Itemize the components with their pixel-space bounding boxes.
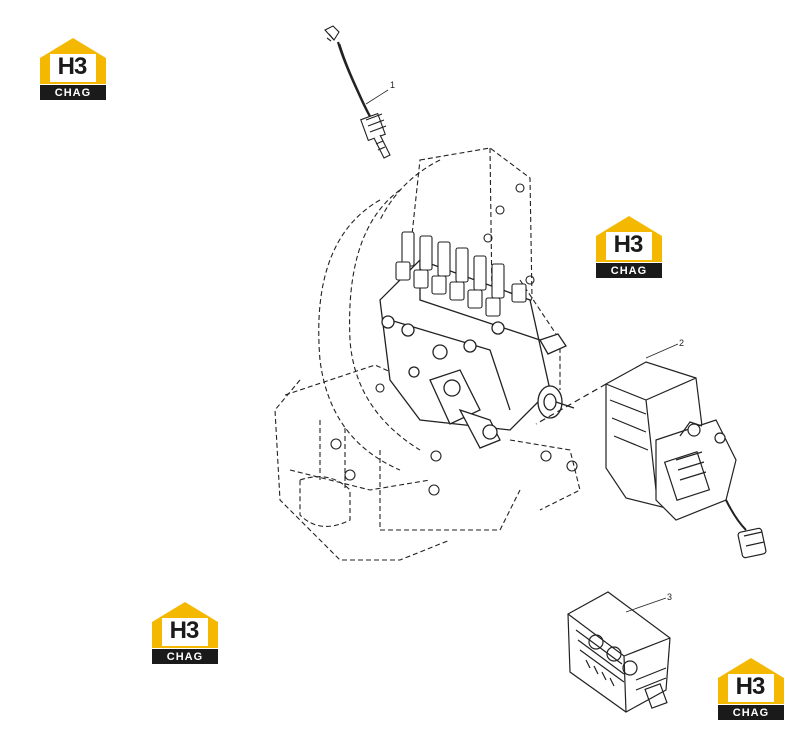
logo-sub-text: CHAG xyxy=(610,265,648,277)
part-1-sensor xyxy=(324,25,391,159)
logo-h3-text: H3 xyxy=(735,673,766,700)
house-logo-icon xyxy=(596,216,662,278)
callout-3: 3 xyxy=(667,592,673,602)
logo-h3-text: H3 xyxy=(57,53,88,80)
logo-sub-text: CHAG xyxy=(732,707,770,719)
part-2-actuator xyxy=(535,361,767,559)
house-logo-icon xyxy=(152,602,218,664)
watermark-logo: H3 CHAG xyxy=(716,656,786,722)
house-logo-icon xyxy=(40,38,106,100)
house-logo-icon xyxy=(718,658,784,720)
watermark-logo: H3 CHAG xyxy=(594,214,664,280)
leader-lines xyxy=(365,89,679,613)
logo-h3-text: H3 xyxy=(169,617,200,644)
watermark-logo: H3 CHAG xyxy=(38,36,108,102)
logo-h3-text: H3 xyxy=(613,231,644,258)
callout-1: 1 xyxy=(390,80,396,90)
watermark-logo: H3 CHAG xyxy=(150,600,220,666)
logo-sub-text: CHAG xyxy=(54,87,92,99)
part-3-ecu xyxy=(567,591,671,713)
callout-2: 2 xyxy=(679,338,685,348)
injection-pump xyxy=(379,231,575,449)
logo-sub-text: CHAG xyxy=(166,651,204,663)
